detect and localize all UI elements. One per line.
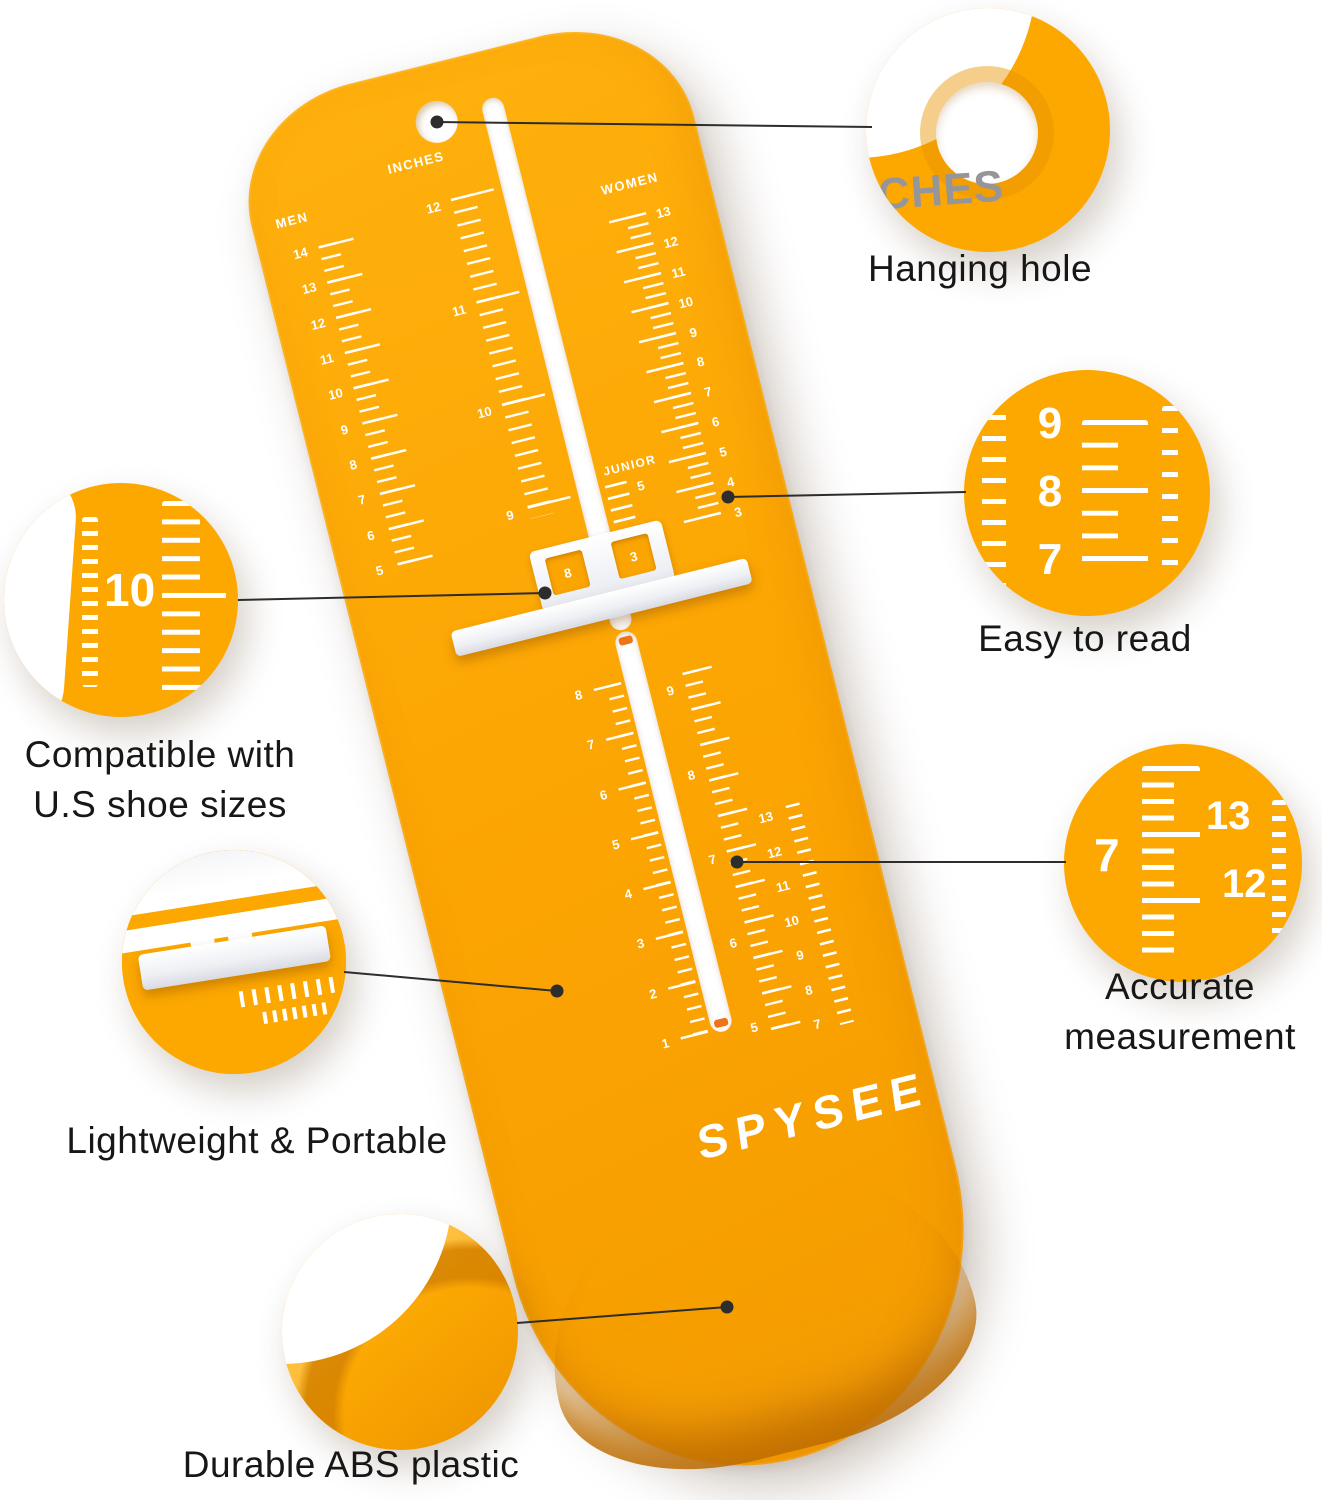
zoom-ticks-left <box>82 517 98 687</box>
hanging-hole <box>411 96 463 148</box>
label-accurate-line1: Accurate <box>1104 966 1255 1007</box>
scale-number: 2 <box>647 985 659 1002</box>
label-compatible-line2: U.S shoe sizes <box>33 783 287 825</box>
label-easy-to-read: Easy to read <box>978 618 1192 659</box>
scale-number: 10 <box>475 403 494 422</box>
scale-number: 6 <box>727 935 739 952</box>
scale-number: 7 <box>702 383 714 401</box>
junior-scale-numbers: 5 <box>631 477 656 510</box>
scale-number: 9 <box>1037 399 1063 448</box>
zoom-number-12: 12 <box>1222 862 1267 906</box>
scale-number: 11 <box>774 877 792 896</box>
scale-number: 3 <box>635 935 646 952</box>
callout-easy-to-read: 9 8 7 <box>964 370 1210 616</box>
zoom-device-surface <box>122 850 346 1074</box>
scale-number: 8 <box>685 766 697 784</box>
scale-number: 1 <box>660 1035 671 1052</box>
scale-number: 13 <box>654 203 673 222</box>
junior-scale-label: JUNIOR <box>601 451 658 479</box>
scale-number: 10 <box>676 293 695 312</box>
scale-number: 5 <box>748 1019 760 1036</box>
scale-number: 4 <box>725 473 736 491</box>
scale-number: 5 <box>717 443 729 461</box>
scale-number: 7 <box>706 850 718 868</box>
heel-cup <box>518 1136 999 1500</box>
label-durable: Durable ABS plastic <box>182 1444 520 1485</box>
scale-number: 5 <box>610 836 622 853</box>
scale-number: 8 <box>573 686 584 704</box>
slot-end-mark-bottom <box>713 1017 729 1029</box>
scale-number: 11 <box>669 263 687 282</box>
scale-number: 13 <box>300 279 319 298</box>
callout-hanging-hole: CHES <box>866 8 1110 252</box>
scale-number: 11 <box>318 350 336 368</box>
scale-number: 12 <box>765 842 784 861</box>
scale-number: 6 <box>710 413 721 431</box>
zoom-ticks-row-2 <box>262 1001 334 1025</box>
scale-number: 7 <box>1037 535 1063 584</box>
inches-text-zoom: CHES <box>876 161 1006 220</box>
scale-number: 6 <box>365 527 377 544</box>
callout-durable <box>282 1214 518 1450</box>
scale-number: 8 <box>803 981 815 998</box>
scale-number: 5 <box>635 477 647 494</box>
zoom-ticks-right <box>1162 406 1178 582</box>
scale-number: 9 <box>339 421 350 438</box>
zoom-number-10: 10 <box>104 564 156 616</box>
zoom-ticks-left <box>982 394 1006 592</box>
zoom-ticks-main <box>162 501 226 701</box>
scale-number: 7 <box>356 491 368 509</box>
slot-end-mark-top <box>618 634 634 647</box>
label-lightweight: Lightweight & Portable <box>66 1120 448 1161</box>
scale-number: 12 <box>424 198 443 217</box>
scale-number: 10 <box>326 385 345 404</box>
men-scale-label: MEN <box>273 208 310 232</box>
scale-number: 12 <box>309 314 327 333</box>
scale-number: 9 <box>794 947 806 964</box>
zoom-ticks-main <box>1142 766 1200 960</box>
zoom-ticks-right <box>1272 800 1286 940</box>
label-hanging-hole: Hanging hole <box>867 248 1093 289</box>
scale-number: 11 <box>450 301 468 320</box>
zoom-size-numbers: 9 8 7 <box>1026 402 1074 582</box>
slider-right-window: 3 <box>610 533 657 580</box>
zoom-number-7: 7 <box>1094 829 1120 881</box>
scale-number: 3 <box>732 503 744 521</box>
scale-number: 4 <box>622 885 634 903</box>
zoom-slot-edge <box>4 483 80 717</box>
scale-number: 5 <box>374 562 385 579</box>
scale-number: 7 <box>585 736 597 753</box>
scale-number: 6 <box>598 786 609 803</box>
scale-number: 8 <box>695 353 706 371</box>
scale-number: 9 <box>664 682 676 699</box>
brand-logo-text: SPYSEE <box>694 1060 933 1170</box>
scale-number: 7 <box>811 1015 823 1033</box>
zoom-number-13: 13 <box>1206 794 1251 838</box>
zoom-ticks-main <box>1082 420 1148 578</box>
inches-scale-label: INCHES <box>385 148 447 177</box>
hanging-hole-zoom <box>936 82 1038 184</box>
label-accurate-measurement: Accurate measurement <box>1030 962 1322 1061</box>
scale-number: 14 <box>291 244 310 263</box>
women-scale-label: WOMEN <box>599 169 661 198</box>
scale-number: 10 <box>782 911 801 930</box>
label-accurate-line2: measurement <box>1064 1015 1296 1057</box>
callout-lightweight <box>122 850 346 1074</box>
callout-accurate-measurement: 7 13 12 <box>1064 744 1302 982</box>
scale-number: 8 <box>1037 467 1063 516</box>
scale-number: 13 <box>756 808 775 827</box>
slider-left-window: 8 <box>544 549 591 596</box>
scale-number: 12 <box>661 233 680 252</box>
scale-number: 8 <box>347 456 359 473</box>
label-compatible-line1: Compatible with <box>24 734 296 775</box>
callout-compatible-sizes: 10 <box>4 483 238 717</box>
scale-number: 9 <box>504 507 516 524</box>
scale-number: 9 <box>687 323 699 341</box>
label-compatible-sizes: Compatible with U.S shoe sizes <box>0 730 320 829</box>
